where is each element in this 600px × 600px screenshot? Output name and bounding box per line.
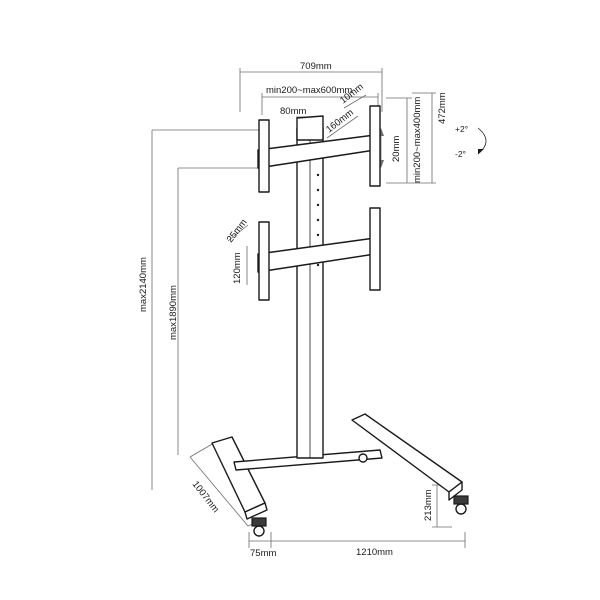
label-caster-offset: 75mm: [250, 548, 276, 559]
label-vesa-height: min200~max400mm: [412, 97, 423, 183]
label-bracket-height: 472mm: [437, 92, 448, 124]
label-lower-height: 120mm: [232, 252, 243, 284]
label-vesa-width: min200~max600mm: [266, 85, 352, 96]
stand-structure: [211, 105, 469, 537]
label-bracket-width: 80mm: [280, 106, 306, 117]
upper-left-rail: [258, 119, 270, 193]
lower-right-rail: [369, 207, 381, 291]
lower-left-rail: [258, 221, 270, 301]
rear-caster: [358, 453, 368, 463]
left-base-bar: [211, 436, 266, 513]
label-tilt-up: +2°: [455, 124, 468, 134]
label-max-center-height: max1890mm: [168, 285, 179, 340]
label-adjust: 20mm: [391, 136, 402, 162]
label-lower-offset: 25mm: [225, 217, 250, 245]
tilt-indicator: [477, 127, 487, 155]
front-left-caster: [251, 517, 267, 537]
upper-right-rail: [369, 105, 381, 187]
dimension-lines: [151, 68, 466, 548]
label-total-width: 709mm: [300, 61, 332, 72]
front-right-caster: [453, 495, 469, 515]
top-clamp-block: [296, 115, 324, 141]
label-base-width: 1210mm: [356, 547, 393, 558]
base-cross-bar: [233, 449, 383, 471]
label-tilt-down: -2°: [455, 149, 466, 159]
label-caster-height: 213mm: [423, 489, 434, 521]
label-max-height: max2140mm: [138, 257, 149, 312]
label-base-depth: 1007mm: [190, 479, 221, 515]
